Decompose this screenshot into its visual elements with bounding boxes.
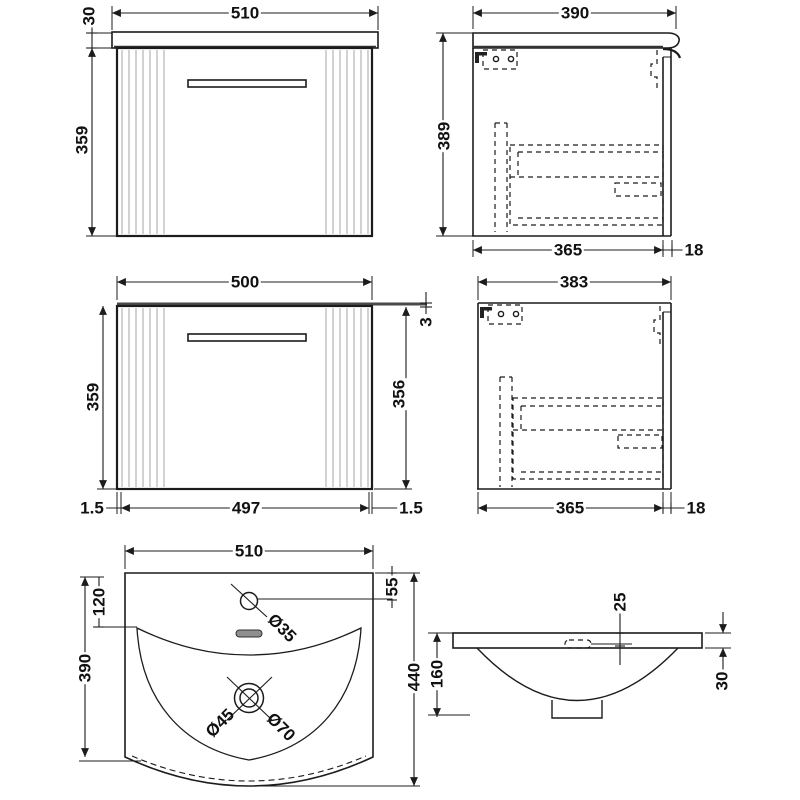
dim-gap-left-1-5: 1.5 (78, 498, 106, 518)
view-front-with-worktop (86, 6, 379, 238)
drawer-handle (187, 79, 307, 88)
dim-worktop-30: 30 (79, 4, 99, 28)
dim-worktop-3: 3 (416, 315, 436, 329)
dim-bowl-depth-160: 160 (427, 657, 447, 691)
overflow-slot (564, 639, 592, 649)
overflow-slot (235, 629, 263, 638)
tap-hole (239, 591, 259, 611)
dim-depth-383: 383 (557, 272, 591, 292)
dim-rim-30: 30 (712, 669, 732, 693)
view-basin-plan (79, 545, 420, 787)
dim-overhang-18: 18 (682, 240, 706, 260)
fluted-detail-left (121, 308, 165, 487)
dim-height-356: 356 (389, 377, 409, 411)
view-side-cabinet (477, 276, 689, 514)
view-front-cabinet (84, 276, 432, 514)
basin-outline (124, 572, 374, 787)
dim-height-389: 389 (434, 119, 454, 153)
dim-depth-390: 390 (558, 3, 592, 23)
wall-hanger-bracket (480, 304, 523, 325)
waste-hole (226, 676, 273, 721)
bowl-outline (136, 626, 362, 761)
view-basin-front (428, 602, 731, 719)
wall-hanger-bracket (475, 49, 518, 70)
dim-overhang-18b: 18 (684, 498, 708, 518)
dim-total-depth-440: 440 (404, 660, 424, 694)
dim-height-359: 359 (72, 123, 92, 157)
hidden-drawer-detail (494, 122, 664, 232)
hidden-hanger-rail (653, 306, 661, 345)
dim-basin-width-510: 510 (232, 541, 266, 561)
bowl-profile (476, 647, 679, 702)
dim-tap-120: 120 (89, 585, 109, 619)
dim-basin-depth-390: 390 (75, 651, 95, 685)
fluted-detail-right (325, 50, 369, 234)
dim-drawer-497: 497 (229, 498, 263, 518)
hidden-hanger-rail (650, 50, 658, 89)
waste-boss (551, 700, 603, 719)
fluted-detail-right (325, 308, 369, 487)
dim-depth-365: 365 (551, 240, 585, 260)
dim-tap-centre-55: 55 (382, 575, 402, 599)
hidden-drawer-detail (499, 376, 664, 487)
dim-width-500: 500 (228, 272, 262, 292)
worktop-front-lip (662, 47, 682, 59)
dim-height-359b: 359 (83, 380, 103, 414)
basin-rim (452, 632, 703, 649)
dim-gap-right-1-5: 1.5 (397, 498, 425, 518)
dim-overflow-25: 25 (610, 590, 630, 614)
drawer-handle (187, 333, 307, 342)
dim-depth-365b: 365 (553, 498, 587, 518)
view-side-with-worktop (436, 6, 686, 257)
dim-width-510: 510 (228, 3, 262, 23)
worktop-profile (472, 32, 680, 49)
fluted-detail-left (121, 50, 165, 234)
